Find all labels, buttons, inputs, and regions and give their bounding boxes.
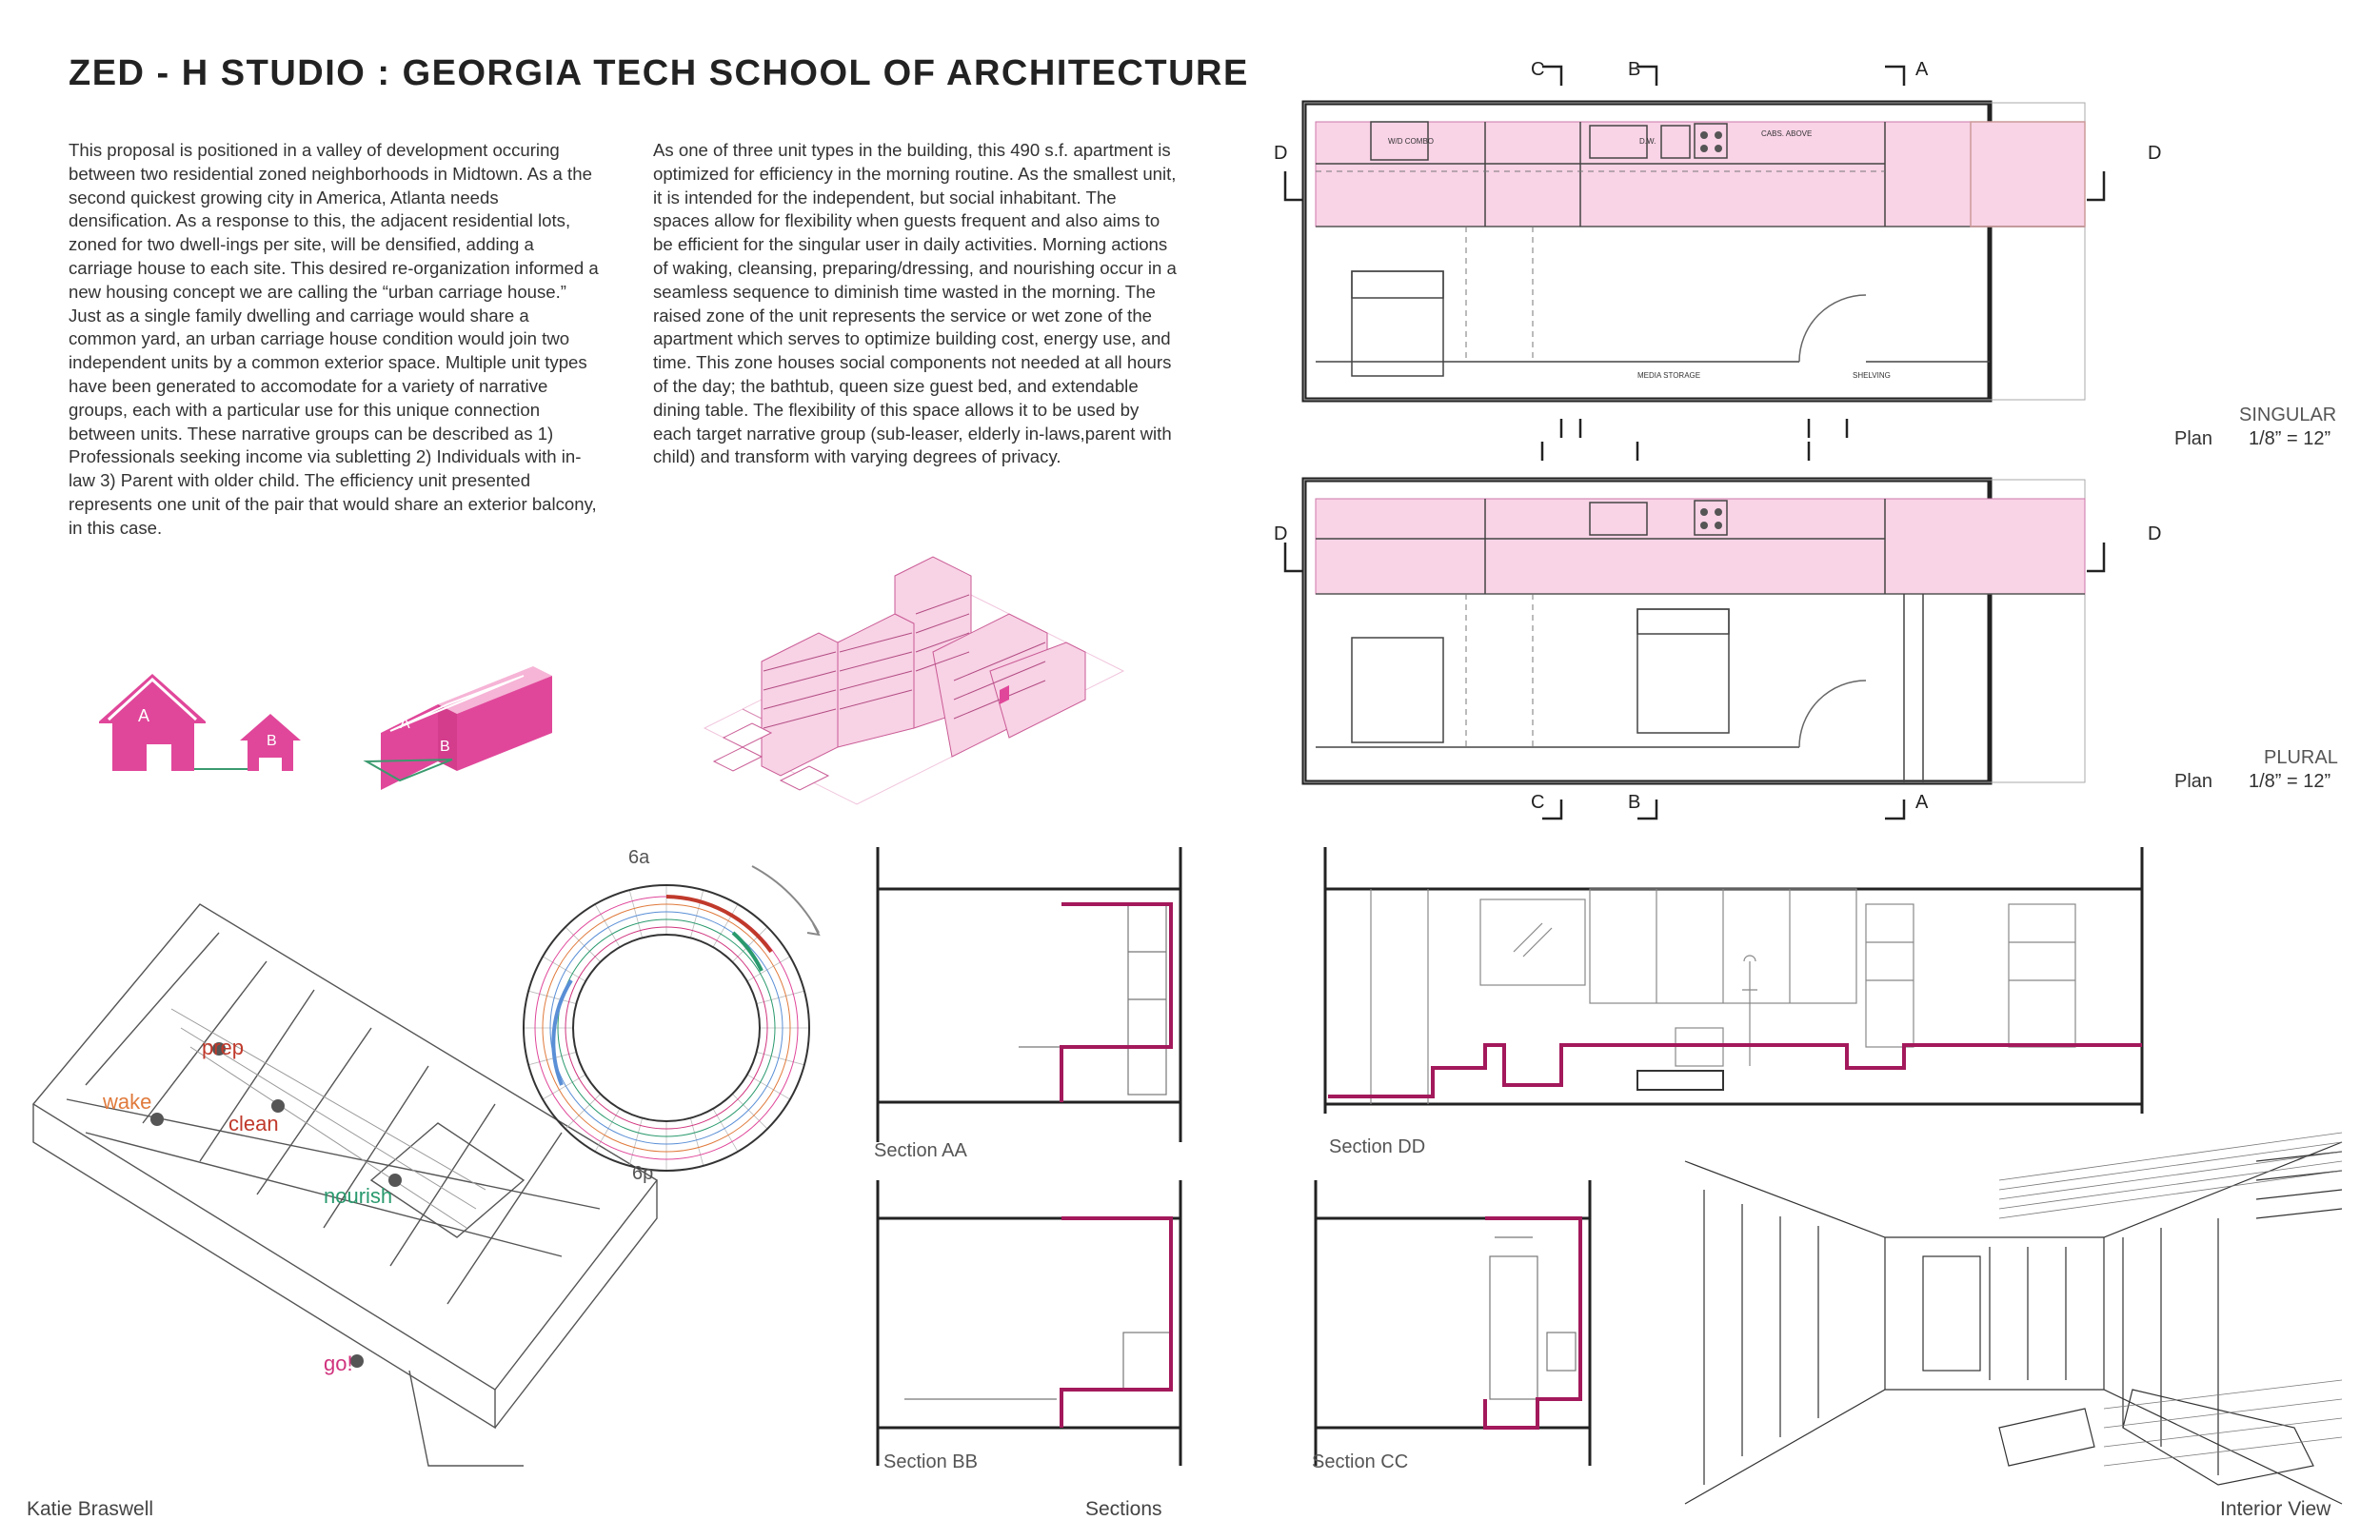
block-b-label: B	[440, 739, 450, 755]
house-b-label: B	[267, 733, 277, 749]
plan-singular-scale: 1/8” = 12”	[2249, 428, 2331, 449]
plan-plural-plan-word: Plan	[2174, 771, 2213, 792]
marker-d-right-2: D	[2148, 523, 2162, 544]
routine-wake: wake	[103, 1090, 152, 1114]
author-name: Katie Braswell	[27, 1498, 154, 1520]
section-cc-caption: Section CC	[1312, 1451, 1409, 1472]
house-a-shape	[99, 674, 206, 771]
plan-note-shelving: SHELVING	[1853, 371, 1891, 380]
plan-plural-name: PLURAL	[2264, 747, 2338, 768]
routine-clean: clean	[228, 1112, 279, 1135]
plan-note-wd: W/D COMBO	[1388, 137, 1434, 146]
carriage-block-diagram	[363, 666, 552, 790]
marker-b-top: B	[1628, 59, 1641, 80]
section-aa	[876, 847, 1182, 1142]
interior-perspective	[1684, 1132, 2343, 1505]
plan-note-cabs: CABS. ABOVE	[1761, 129, 1813, 138]
marker-a-top: A	[1915, 59, 1929, 80]
marker-c-top: C	[1531, 59, 1545, 80]
section-aa-caption: Section AA	[874, 1140, 967, 1161]
plan-singular	[1283, 65, 2106, 438]
section-dd-caption: Section DD	[1329, 1136, 1426, 1157]
block-a-label: A	[400, 716, 410, 732]
plan-singular-plan-word: Plan	[2174, 428, 2213, 449]
plan-plural	[1283, 442, 2106, 820]
routine-clock	[523, 865, 821, 1172]
marker-c-bottom: C	[1531, 792, 1545, 813]
section-cc	[1314, 1180, 1592, 1466]
routine-nourish: nourish	[324, 1184, 393, 1208]
house-a-label: A	[138, 706, 150, 725]
clock-label-6a: 6a	[628, 847, 650, 868]
plan-plural-scale: 1/8” = 12”	[2249, 771, 2331, 792]
marker-b-bottom: B	[1628, 792, 1641, 813]
section-bb-caption: Section BB	[883, 1451, 978, 1472]
marker-d-left-1: D	[1274, 143, 1288, 164]
clock-label-6p: 6p	[632, 1163, 654, 1184]
plan-singular-name: SINGULAR	[2239, 405, 2337, 425]
unit-axonometric	[31, 903, 659, 1467]
sections-caption: Sections	[1085, 1498, 1162, 1520]
unit-paragraph: As one of three unit types in the buildi…	[653, 140, 1177, 467]
marker-d-right-1: D	[2148, 143, 2162, 164]
house-pair-diagram	[99, 674, 301, 771]
intro-paragraph: This proposal is positioned in a valley …	[69, 140, 599, 538]
plan-note-dw: D.W.	[1639, 137, 1656, 146]
marker-d-left-2: D	[1274, 523, 1288, 544]
section-dd	[1323, 847, 2144, 1114]
routine-prep: prep	[202, 1036, 245, 1059]
page-title: ZED - H STUDIO : GEORGIA TECH SCHOOL OF …	[69, 53, 1249, 93]
house-b-shape	[240, 714, 301, 771]
building-massing-axon	[703, 556, 1125, 805]
plan-note-media: MEDIA STORAGE	[1637, 371, 1701, 380]
interior-view-caption: Interior View	[2220, 1498, 2331, 1520]
section-bb	[876, 1180, 1182, 1466]
marker-a-bottom: A	[1915, 792, 1929, 813]
routine-go: go!	[324, 1352, 353, 1375]
